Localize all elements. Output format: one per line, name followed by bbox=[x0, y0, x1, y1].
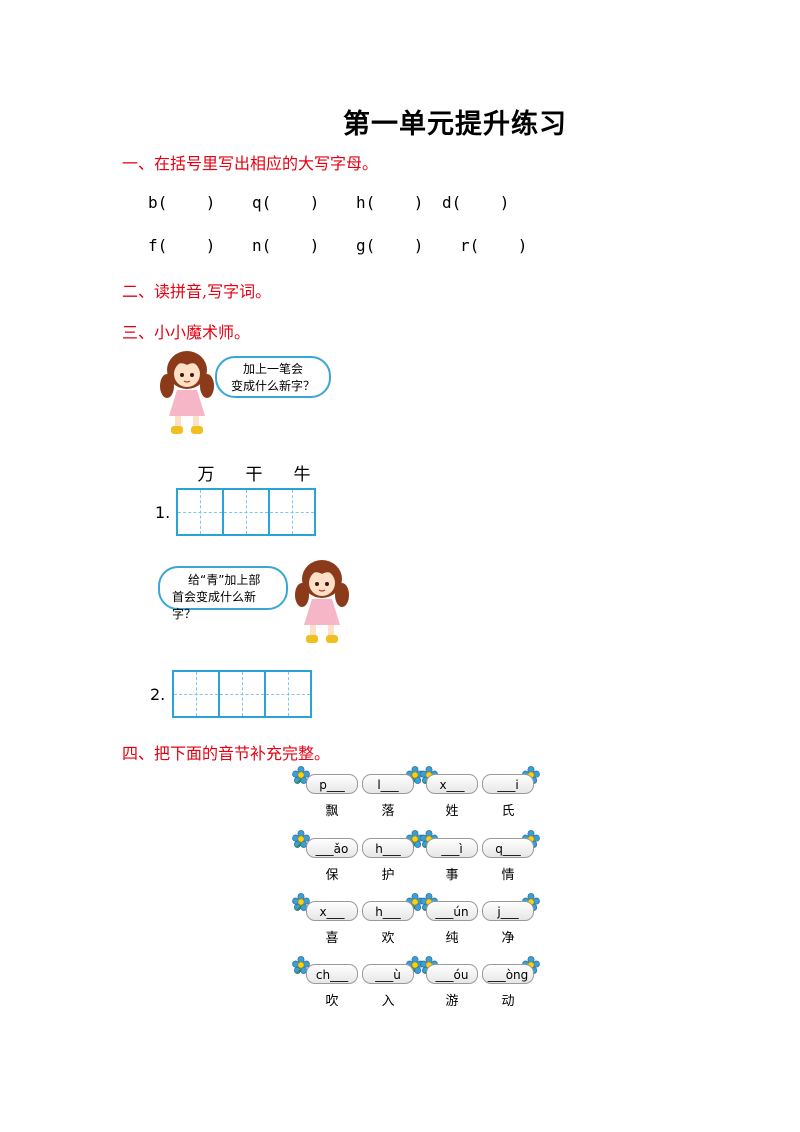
pinyin-character: 吹 bbox=[325, 994, 339, 1009]
pinyin-blank[interactable]: j___ bbox=[482, 901, 534, 921]
pinyin-character: 飘 bbox=[325, 804, 339, 819]
section-3-heading: 三、小小魔术师。 bbox=[122, 323, 251, 342]
pinyin-character: 入 bbox=[381, 994, 395, 1009]
pinyin-blank[interactable]: ___òng bbox=[482, 964, 534, 984]
magic-chars: 万 干 牛 bbox=[182, 460, 326, 485]
bubble-line: 加上一笔会 bbox=[243, 362, 304, 376]
letter-item: r( ) bbox=[460, 236, 528, 255]
girl-illustration bbox=[295, 560, 349, 643]
pinyin-character: 落 bbox=[381, 804, 395, 819]
pinyin-character: 游 bbox=[445, 994, 459, 1009]
writing-grid-2 bbox=[172, 670, 312, 718]
pinyin-character: 喜 bbox=[325, 931, 339, 946]
letter-item: d( ) bbox=[442, 193, 510, 212]
page-title: 第一单元提升练习 bbox=[343, 109, 567, 140]
writing-cell[interactable] bbox=[176, 488, 224, 536]
flower-icon bbox=[292, 893, 310, 911]
pinyin-character: 姓 bbox=[445, 804, 459, 819]
pinyin-blank[interactable]: ___óu bbox=[426, 964, 478, 984]
letters-row-2: f( ) n( ) g( ) r( ) bbox=[148, 236, 550, 255]
letter-item: h( ) bbox=[356, 193, 424, 212]
pinyin-blank[interactable]: p___ bbox=[306, 774, 358, 794]
question-1-label: 1. bbox=[155, 503, 171, 522]
pinyin-blank[interactable]: ___ún bbox=[426, 901, 478, 921]
speech-bubble-2: 给“青”加上部 首会变成什么新字？ bbox=[158, 566, 288, 621]
writing-cell[interactable] bbox=[268, 488, 316, 536]
pinyin-blank[interactable]: h___ bbox=[362, 901, 414, 921]
pinyin-blank[interactable]: ___ù bbox=[362, 964, 414, 984]
section-2-heading: 二、读拼音,写字词。 bbox=[122, 282, 272, 301]
question-2-label: 2. bbox=[150, 685, 166, 704]
pinyin-character: 纯 bbox=[445, 931, 459, 946]
pinyin-blank[interactable]: ___i bbox=[482, 774, 534, 794]
speech-bubble-1: 加上一笔会 变成什么新字？ bbox=[215, 356, 331, 398]
bubble-line: 给“青”加上部 bbox=[188, 573, 261, 587]
letter-item: n( ) bbox=[252, 236, 320, 255]
pinyin-blank[interactable]: x___ bbox=[306, 901, 358, 921]
letters-row-1: b( ) q( ) h( ) d( ) bbox=[148, 193, 532, 212]
pinyin-character: 欢 bbox=[381, 931, 395, 946]
pinyin-character: 氏 bbox=[501, 804, 515, 819]
letter-item: b( ) bbox=[148, 193, 216, 212]
writing-grid-1 bbox=[176, 488, 316, 536]
magic-char: 万 bbox=[197, 465, 215, 485]
letter-item: q( ) bbox=[252, 193, 320, 212]
writing-cell[interactable] bbox=[264, 670, 312, 718]
writing-cell[interactable] bbox=[222, 488, 270, 536]
pinyin-blank[interactable]: ch___ bbox=[306, 964, 358, 984]
pinyin-character: 净 bbox=[501, 931, 515, 946]
letter-item: f( ) bbox=[148, 236, 216, 255]
pinyin-blank[interactable]: ___ǎo bbox=[306, 838, 358, 858]
pinyin-blank[interactable]: ___ì bbox=[426, 838, 478, 858]
magic-char: 牛 bbox=[293, 465, 311, 485]
letter-item: g( ) bbox=[356, 236, 424, 255]
flower-icon bbox=[292, 956, 310, 974]
section-4-heading: 四、把下面的音节补充完整。 bbox=[122, 744, 331, 763]
pinyin-blank[interactable]: x___ bbox=[426, 774, 478, 794]
magic-char: 干 bbox=[245, 465, 263, 485]
pinyin-blank[interactable]: l___ bbox=[362, 774, 414, 794]
pinyin-character: 保 bbox=[325, 868, 339, 883]
pinyin-blank[interactable]: h___ bbox=[362, 838, 414, 858]
section-1-heading: 一、在括号里写出相应的大写字母。 bbox=[122, 154, 379, 173]
pinyin-character: 动 bbox=[501, 994, 515, 1009]
pinyin-character: 情 bbox=[501, 868, 515, 883]
writing-cell[interactable] bbox=[218, 670, 266, 718]
flower-icon bbox=[292, 830, 310, 848]
girl-illustration bbox=[160, 351, 214, 434]
bubble-line: 首会变成什么新字？ bbox=[172, 590, 257, 621]
pinyin-blank[interactable]: q___ bbox=[482, 838, 534, 858]
writing-cell[interactable] bbox=[172, 670, 220, 718]
bubble-line: 变成什么新字？ bbox=[231, 379, 316, 393]
pinyin-character: 护 bbox=[381, 868, 395, 883]
pinyin-character: 事 bbox=[445, 868, 459, 883]
